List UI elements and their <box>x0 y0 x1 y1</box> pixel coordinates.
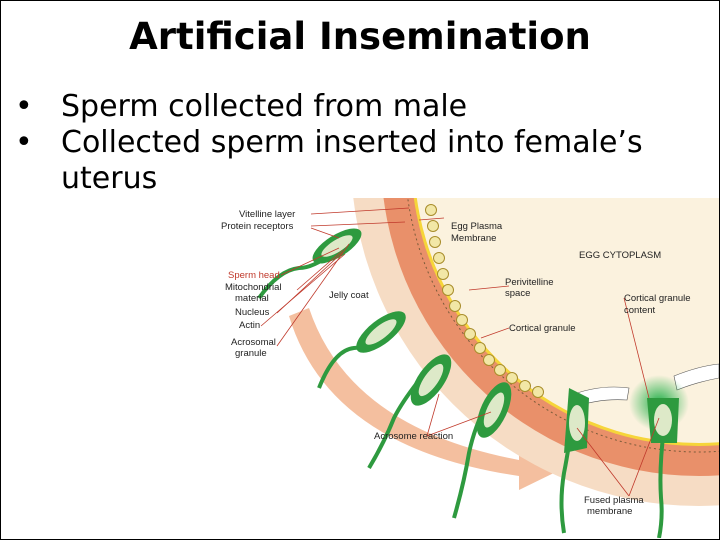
cortical-granules <box>425 204 544 398</box>
bullet-item: • Sperm collected from male <box>15 89 705 125</box>
label-mitochondrial: Mitochondrial <box>225 282 282 293</box>
label-space: space <box>505 288 530 299</box>
label-nucleus: Nucleus <box>235 307 270 318</box>
label-granule: granule <box>235 348 267 359</box>
label-vitelline-layer: Vitelline layer <box>239 209 295 220</box>
leader-lines <box>260 207 660 497</box>
direction-arrow <box>289 308 564 490</box>
label-sperm-head: Sperm head <box>228 270 280 281</box>
sperm-3 <box>367 354 452 470</box>
label-cortical-granule-content-1: Cortical granule <box>624 293 691 304</box>
label-egg-plasma: Egg Plasma <box>451 221 503 232</box>
perivitelline-line <box>407 198 719 453</box>
label-jelly-coat: Jelly coat <box>329 290 369 301</box>
label-material: material <box>235 293 269 304</box>
label-acrosomal: Acrosomal <box>231 337 276 348</box>
sperm-5 <box>559 388 589 534</box>
label-membrane: Membrane <box>451 233 496 244</box>
bullet-text: Collected sperm inserted into female’s u… <box>61 125 643 196</box>
label-fused-plasma: Fused plasma <box>584 495 644 506</box>
sperm-6 <box>647 398 679 538</box>
label-cortical-granule: Cortical granule <box>509 323 576 334</box>
fertilization-diagram: Vitelline layer Protein receptors Sperm … <box>221 198 719 538</box>
label-acrosome-reaction: Acrosome reaction <box>374 431 453 442</box>
label-protein-receptors: Protein receptors <box>221 221 294 232</box>
bullet-list: • Sperm collected from male • Collected sp… <box>15 89 705 197</box>
label-cortical-granule-content-2: content <box>624 305 656 316</box>
label-fused-membrane: membrane <box>587 506 632 517</box>
slide-title: Artificial Insemination <box>129 15 591 58</box>
bullet-text: Sperm collected from male <box>61 89 468 124</box>
label-egg-cytoplasm: EGG CYTOPLASM <box>579 250 661 261</box>
label-perivitelline: Perivitelline <box>505 277 554 288</box>
label-actin: Actin <box>239 320 260 331</box>
bullet-dot: • <box>15 125 33 160</box>
sperm-2 <box>317 311 406 389</box>
bullet-dot: • <box>15 89 33 124</box>
bullet-item: • Collected sperm inserted into female’s … <box>15 125 705 197</box>
